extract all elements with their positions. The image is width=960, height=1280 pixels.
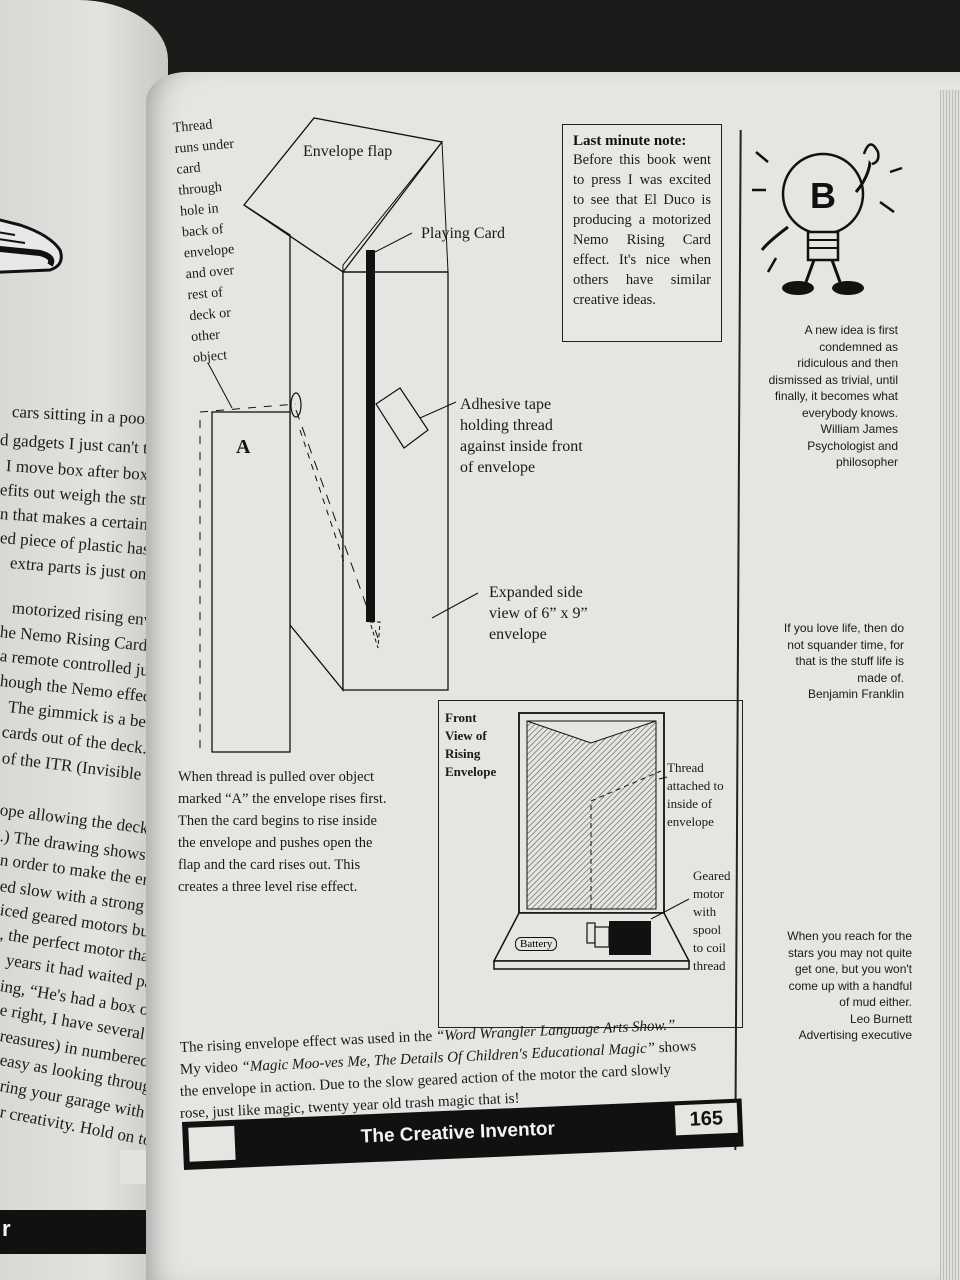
left-page-line: d gadgets I just can't thro	[0, 430, 168, 460]
object-a-marker: A	[236, 436, 250, 459]
playing-card-label: Playing Card	[421, 224, 505, 244]
front-view-figure: Front View of Rising Envelope Thread att…	[438, 700, 743, 1028]
front-view-title: Front View of Rising Envelope	[445, 709, 496, 781]
page-edges	[940, 90, 960, 1280]
quote-2-text: If you love life, then do not squander t…	[742, 620, 904, 686]
last-minute-note: Last minute note: Before this book went …	[562, 124, 722, 342]
shoe-illustration	[0, 195, 90, 285]
quote-2-author: Benjamin Franklin	[742, 686, 904, 703]
envelope-flap-label: Envelope flap	[303, 142, 392, 162]
quote-1-text: A new idea is first condemned as ridicul…	[742, 322, 898, 421]
quote-1-author: William James Psychologist and philosoph…	[742, 421, 898, 471]
left-page: cars sitting in a pool of rad gadgets I …	[0, 0, 168, 1280]
page-number: 165	[675, 1103, 738, 1136]
quote-3-author: Leo Burnett Advertising executive	[748, 1011, 912, 1044]
mascot-letter: B	[810, 175, 836, 216]
battery-label: Battery	[515, 937, 557, 951]
left-footer-letter: r	[2, 1216, 11, 1242]
footer-title: The Creative Inventor	[360, 1118, 555, 1148]
line-text-end: shows	[655, 1039, 697, 1057]
quote-3-text: When you reach for the stars you may not…	[748, 928, 912, 1011]
note-body: Before this book went to press I was exc…	[573, 150, 711, 310]
adhesive-tape-label: Adhesive tape holding thread against ins…	[460, 394, 583, 478]
line-text: My video	[180, 1059, 242, 1078]
note-title: Last minute note:	[573, 133, 711, 150]
thread-attached-label: Thread attached to inside of envelope	[667, 759, 724, 831]
lightbulb-mascot-illustration: B	[748, 132, 908, 307]
left-page-line: cars sitting in a pool of ra	[11, 402, 168, 431]
left-footer-bar: r	[0, 1210, 168, 1254]
expanded-view-label: Expanded side view of 6” x 9” envelope	[489, 582, 588, 645]
geared-motor-label: Geared motor with spool to coil thread	[693, 867, 731, 975]
quote-3: When you reach for the stars you may not…	[748, 928, 912, 1044]
quote-1: A new idea is first condemned as ridicul…	[742, 322, 898, 471]
diagram-caption: When thread is pulled over object marked…	[178, 766, 428, 898]
quote-2: If you love life, then do not squander t…	[742, 620, 904, 703]
